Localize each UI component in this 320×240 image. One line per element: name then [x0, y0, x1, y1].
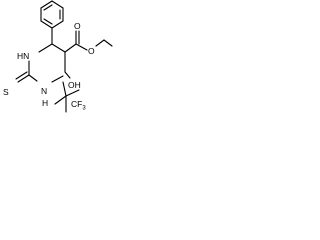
phenyl-ring: [40, 0, 64, 29]
thione-bond: [15, 71, 30, 83]
substituent-bonds: [54, 71, 80, 113]
trifluoromethyl-text: CF: [71, 99, 82, 109]
trifluoromethyl-subscript: 3: [82, 106, 86, 112]
thione-s-label: S: [3, 87, 9, 97]
pyrimidine-ring: [28, 27, 66, 83]
trifluoromethyl-label: CF3: [71, 99, 86, 112]
ring-n-bottom-label: N: [41, 86, 47, 96]
ester-group: [64, 30, 113, 53]
chemical-structure: HN S N H OH CF3 O O: [3, 0, 113, 113]
ring-n-bottom-h-label: H: [42, 98, 48, 108]
hydroxyl-label: OH: [68, 80, 81, 90]
ring-nh-left-label: HN: [17, 51, 29, 61]
ester-ether-o-label: O: [88, 46, 95, 56]
ester-carbonyl-o-label: O: [74, 21, 81, 31]
